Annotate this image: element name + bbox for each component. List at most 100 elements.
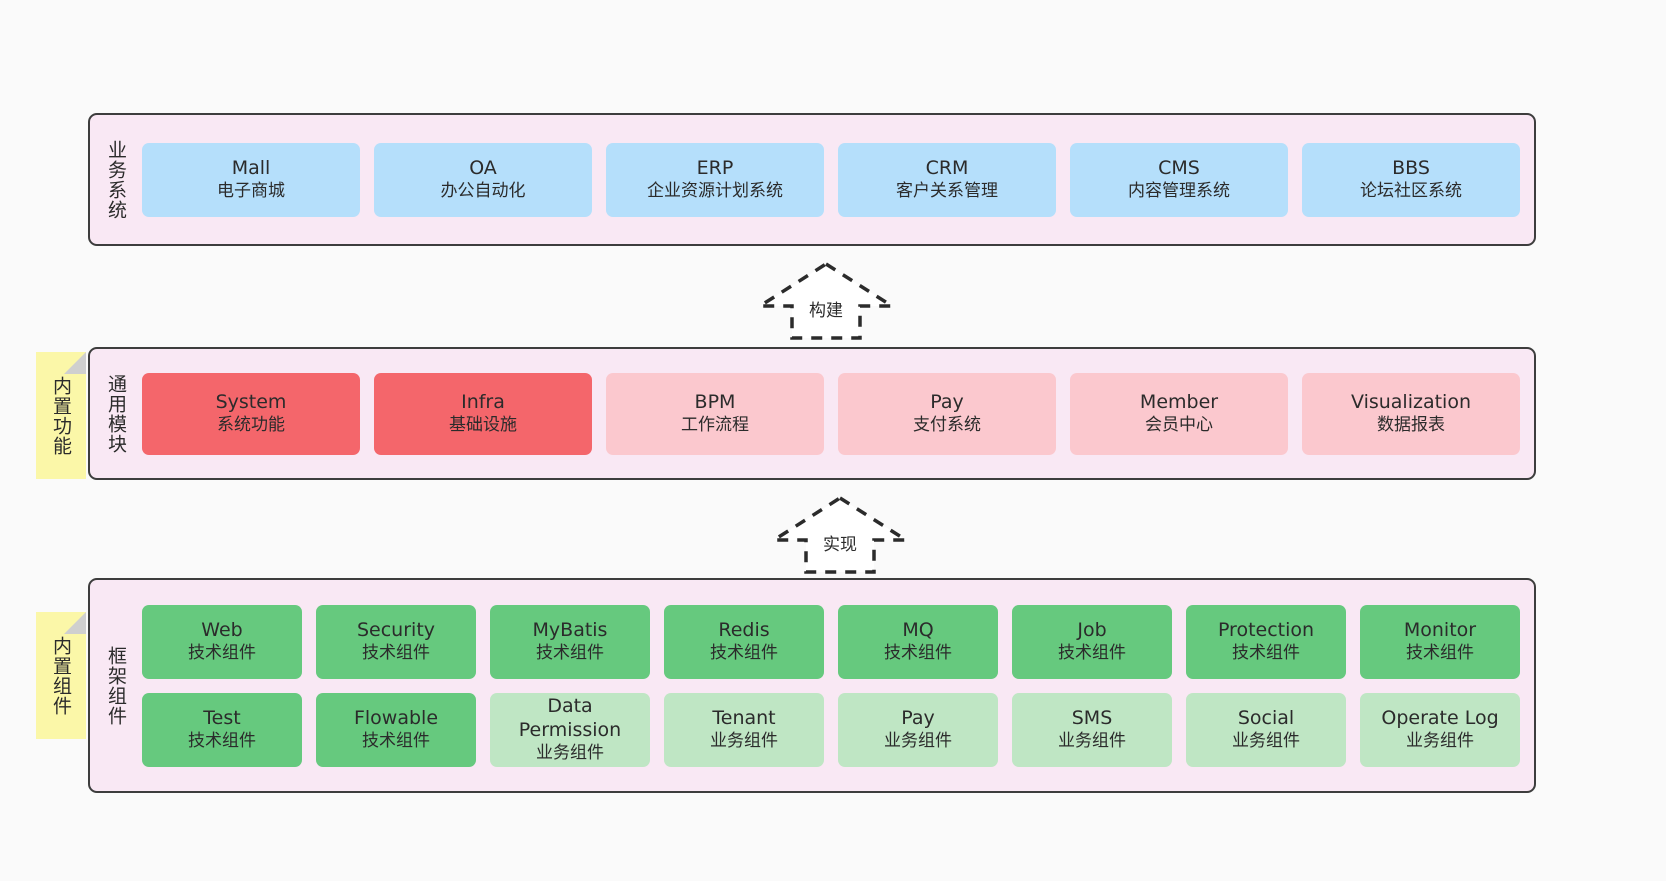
component-name: Test [203,706,241,729]
component-name: Pay [901,706,935,729]
component-name: MQ [902,618,934,641]
component-subtitle: 技术组件 [710,642,778,663]
component-subtitle: 技术组件 [536,642,604,663]
note-builtin-component: 内置组件 [36,612,86,739]
component-name: ERP [696,156,734,179]
component-name: Data Permission [518,694,622,741]
component-subtitle: 技术组件 [1406,642,1474,663]
component-subtitle: 业务组件 [884,730,952,751]
component-name: BBS [1392,156,1430,179]
component-subtitle: 基础设施 [449,414,517,435]
note-builtin-component-text: 内置组件 [50,635,73,716]
component-name: CMS [1158,156,1200,179]
component-subtitle: 技术组件 [1058,642,1126,663]
component-name: Web [201,618,243,641]
component-name: OA [469,156,497,179]
component-name: Operate Log [1381,706,1499,729]
note-builtin-function: 内置功能 [36,352,86,479]
component-name: Job [1077,618,1107,641]
component-name: Member [1139,390,1219,413]
common-modules-title: 通用模块 [105,373,128,454]
component-subtitle: 客户关系管理 [896,180,998,201]
component-name: System [215,390,287,413]
component-name: Redis [718,618,770,641]
component-subtitle: 工作流程 [681,414,749,435]
component-subtitle: 业务组件 [1058,730,1126,751]
component-subtitle: 办公自动化 [440,180,526,201]
note-builtin-function-text: 内置功能 [50,375,73,456]
component-name: Protection [1217,618,1315,641]
component-name: BPM [694,390,736,413]
component-name: Flowable [353,706,439,729]
component-subtitle: 系统功能 [217,414,285,435]
component-subtitle: 技术组件 [1232,642,1300,663]
component-subtitle: 技术组件 [188,730,256,751]
business-systems-title: 业务系统 [105,139,128,220]
component-subtitle: 业务组件 [536,742,604,763]
component-name: Infra [461,390,505,413]
component-name: Pay [930,390,964,413]
component-subtitle: 技术组件 [884,642,952,663]
component-subtitle: 会员中心 [1145,414,1213,435]
build-arrow: 构建 [756,258,896,344]
component-name: Social [1237,706,1295,729]
component-subtitle: 业务组件 [1232,730,1300,751]
component-subtitle: 支付系统 [913,414,981,435]
component-subtitle: 业务组件 [710,730,778,751]
component-subtitle: 技术组件 [362,730,430,751]
component-subtitle: 技术组件 [362,642,430,663]
component-name: Tenant [712,706,776,729]
framework-components-title: 框架组件 [105,645,128,726]
component-subtitle: 业务组件 [1406,730,1474,751]
component-name: CRM [925,156,969,179]
component-subtitle: 论坛社区系统 [1360,180,1462,201]
component-name: Mall [231,156,271,179]
implement-arrow: 实现 [770,492,910,578]
component-name: MyBatis [532,618,608,641]
component-subtitle: 技术组件 [188,642,256,663]
component-subtitle: 数据报表 [1377,414,1445,435]
component-name: SMS [1071,706,1113,729]
component-name: Security [356,618,436,641]
component-subtitle: 企业资源计划系统 [647,180,783,201]
component-name: Visualization [1350,390,1471,413]
component-subtitle: 内容管理系统 [1128,180,1230,201]
